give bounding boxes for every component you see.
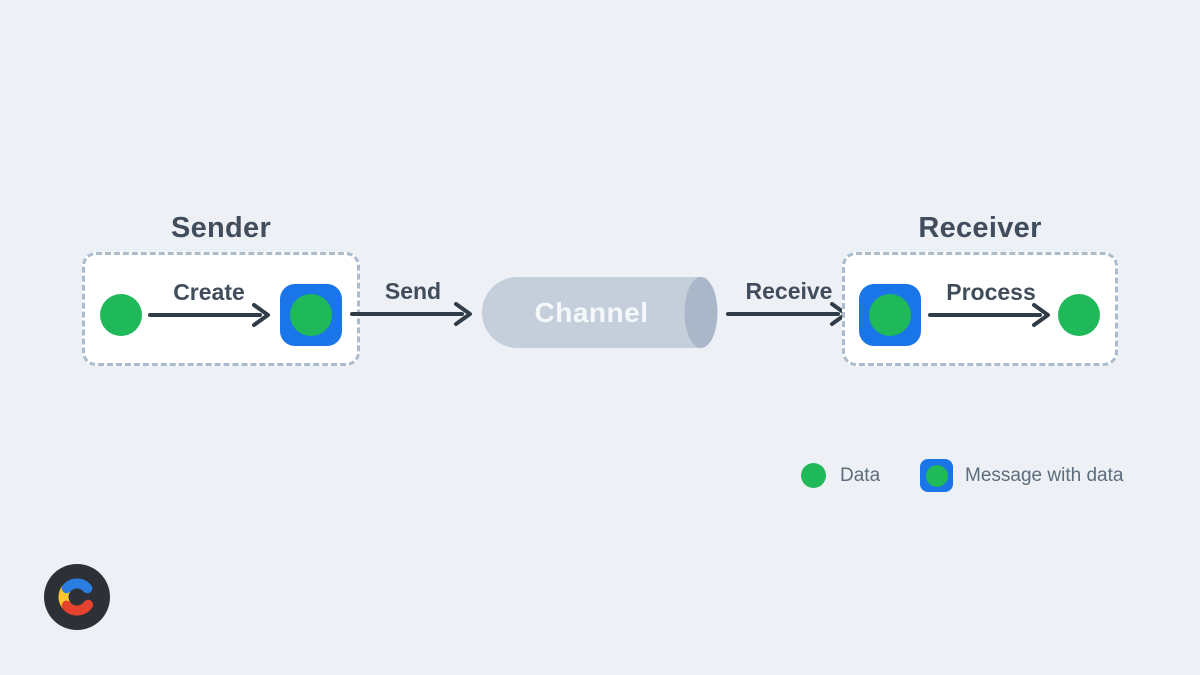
sender-message-data-dot bbox=[290, 294, 332, 336]
legend-data-label: Data bbox=[840, 465, 881, 486]
legend-message-icon bbox=[920, 459, 953, 492]
legend-message-data-dot bbox=[925, 464, 948, 487]
channel-cylinder: Channel bbox=[482, 277, 718, 348]
sender-title: Sender bbox=[170, 212, 272, 244]
legend-data-icon bbox=[801, 463, 826, 488]
receiver-message-data-dot bbox=[869, 294, 911, 336]
channel-label: Channel bbox=[534, 296, 649, 328]
process-arrow-label: Process bbox=[946, 279, 1036, 305]
channel-cylinder-shape bbox=[482, 277, 718, 348]
legend-message-label: Message with data bbox=[965, 465, 1124, 486]
receiver-data-circle bbox=[1058, 294, 1100, 336]
send-arrow bbox=[350, 302, 472, 326]
create-arrow-label: Create bbox=[173, 279, 245, 305]
receiver-title: Receiver bbox=[918, 212, 1042, 244]
brand-logo-icon bbox=[44, 564, 110, 630]
receive-arrow bbox=[726, 302, 848, 326]
process-arrow bbox=[928, 303, 1050, 327]
receiver-message-icon bbox=[859, 284, 921, 346]
sender-data-circle bbox=[100, 294, 142, 336]
send-arrow-label: Send bbox=[384, 278, 442, 304]
create-arrow bbox=[148, 303, 270, 327]
receive-arrow-label: Receive bbox=[745, 278, 833, 304]
sender-message-icon bbox=[280, 284, 342, 346]
